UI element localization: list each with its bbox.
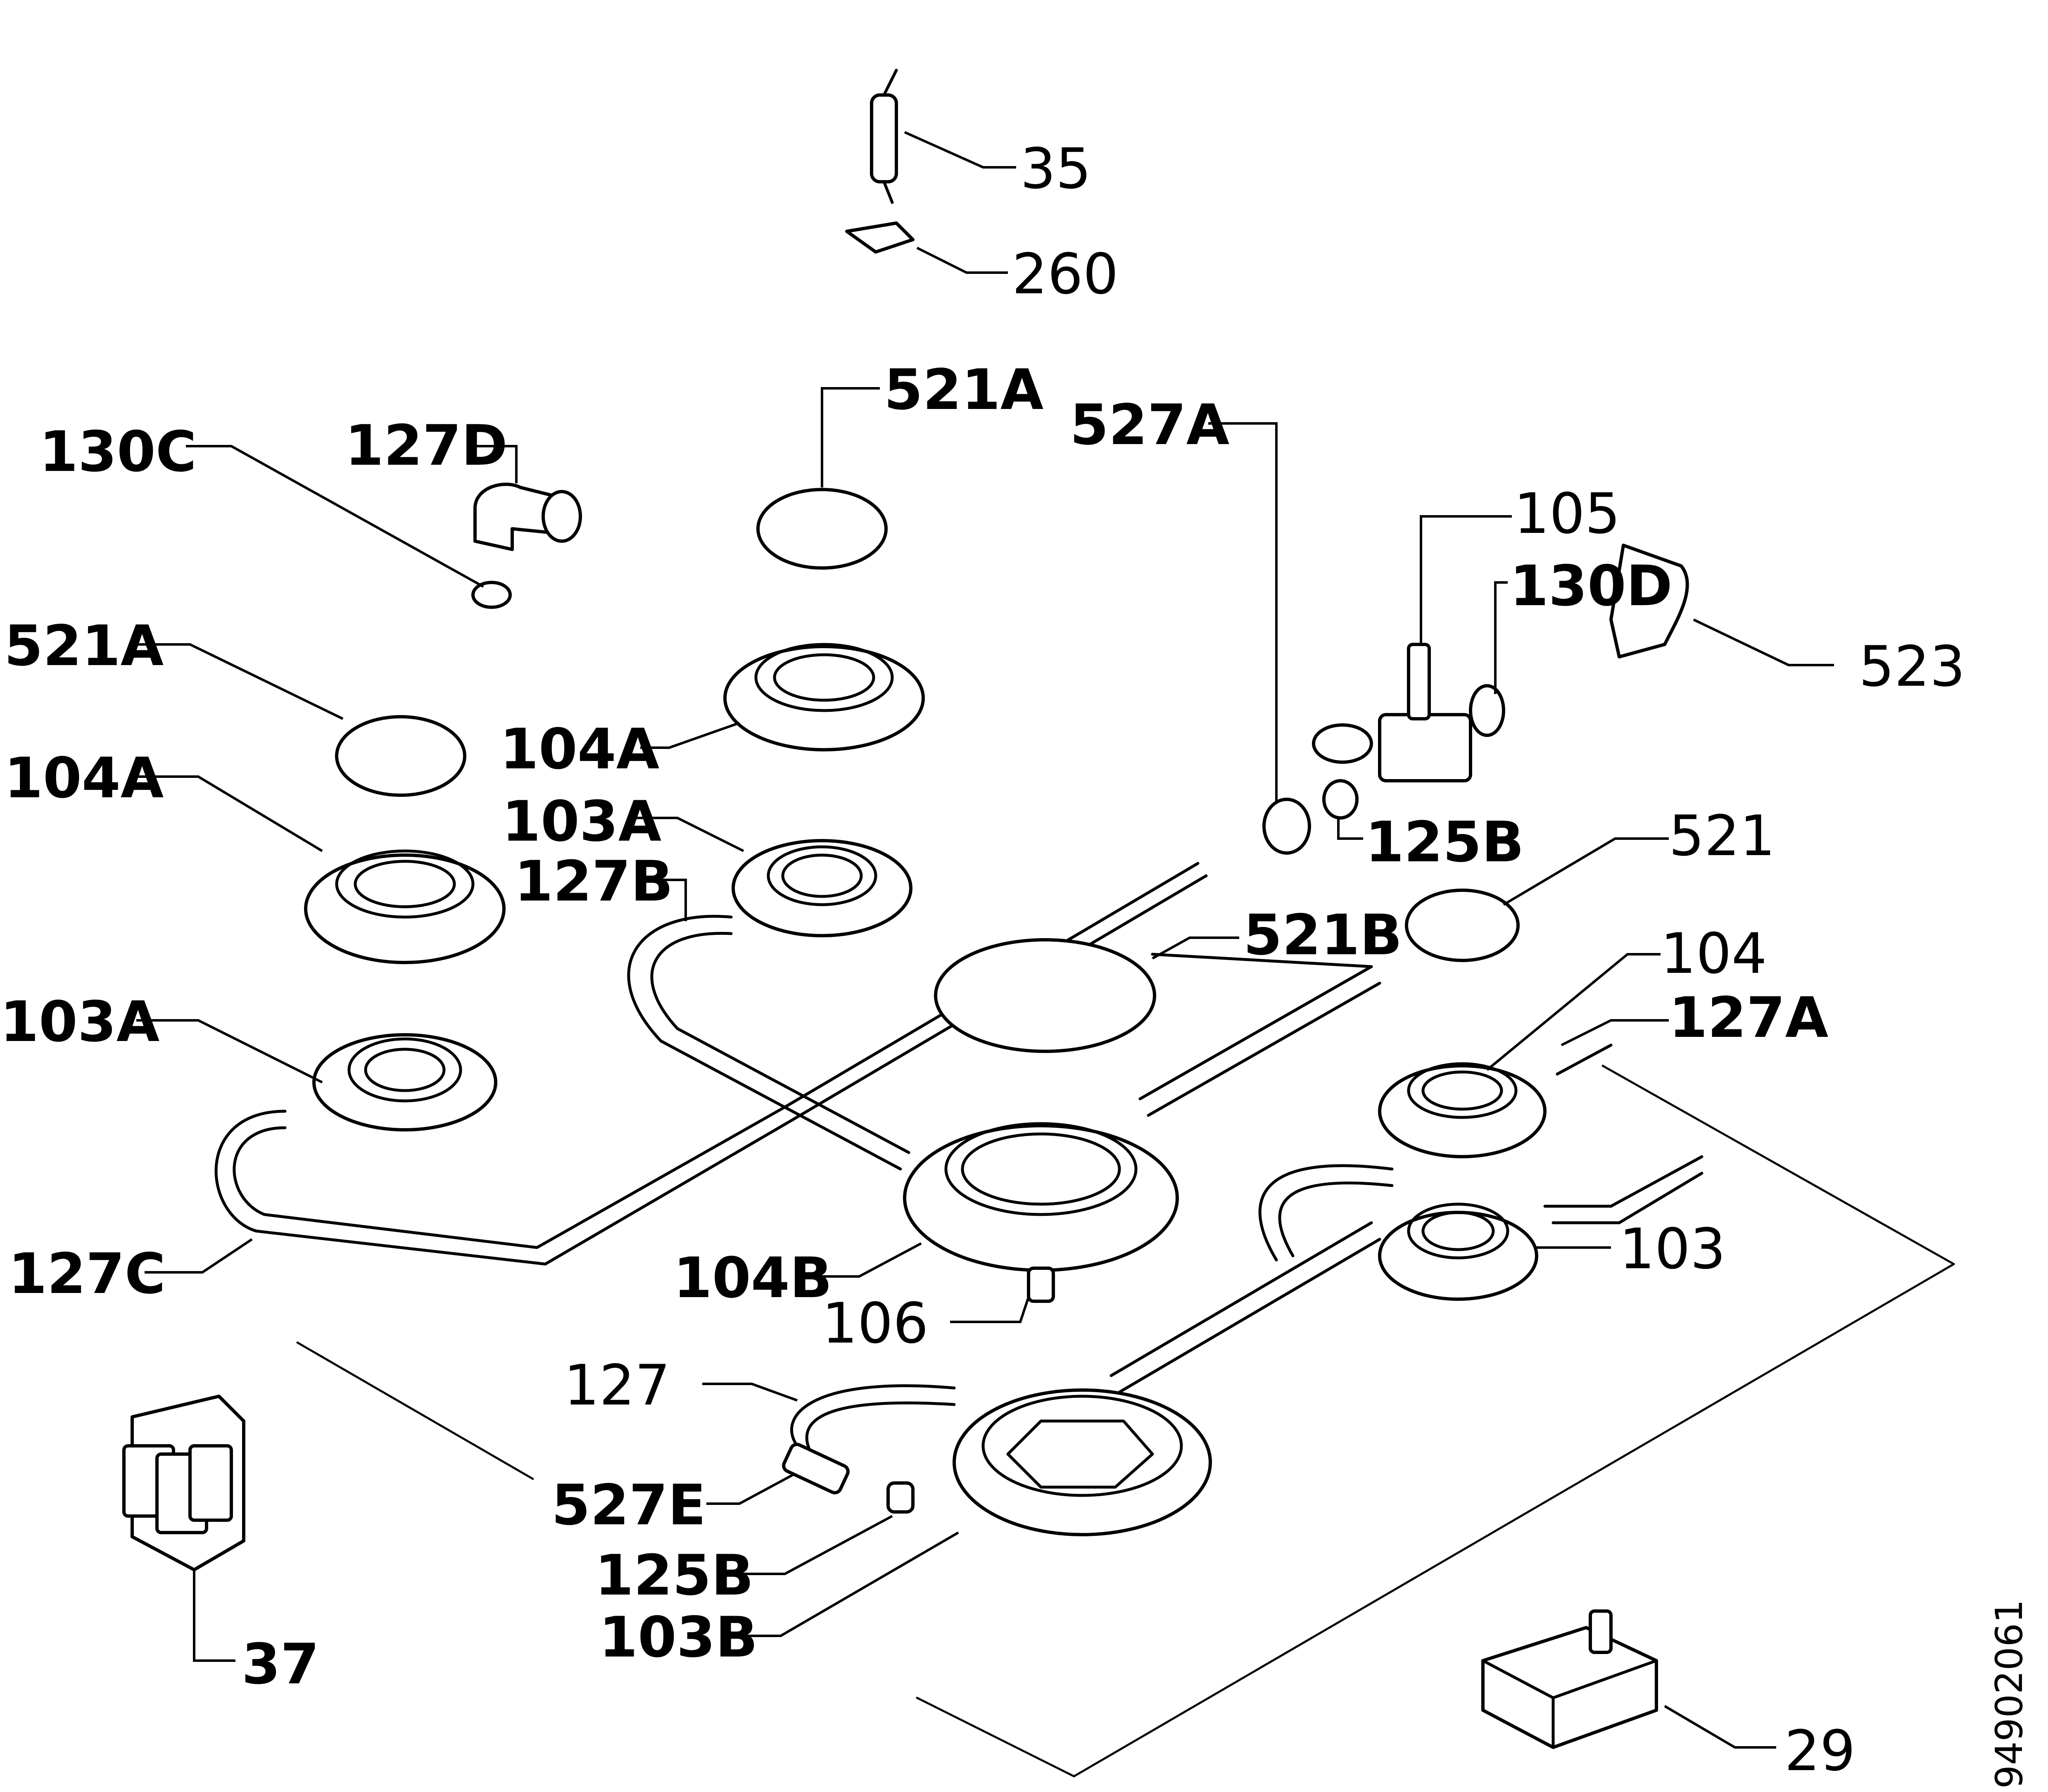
burner-103B	[953, 1388, 1212, 1536]
label-127A: 127A	[1669, 985, 1828, 1050]
cap-521B	[934, 938, 1156, 1053]
label-105: 105	[1514, 481, 1620, 546]
document-id: 94902061	[1988, 1599, 2031, 1789]
spreader-104A-mid	[723, 645, 925, 751]
clip-260	[845, 221, 915, 254]
parts	[122, 69, 1689, 1749]
spark-generator-29	[1481, 1609, 1658, 1749]
label-35: 35	[1020, 136, 1091, 201]
label-103A-mid: 103A	[502, 789, 661, 854]
leader-lines	[136, 131, 1834, 1749]
label-521B: 521B	[1243, 903, 1402, 967]
label-103B: 103B	[599, 1605, 758, 1670]
label-521A-top: 521A	[884, 357, 1043, 422]
spreader-104A-left	[304, 853, 506, 964]
label-37: 37	[242, 1632, 319, 1697]
label-521: 521	[1669, 803, 1775, 868]
ignition-block-37	[122, 1395, 245, 1571]
burner-103A-mid	[732, 839, 912, 937]
label-125B-right: 125B	[1365, 810, 1524, 875]
washer-130C	[471, 581, 512, 609]
label-521A-left: 521A	[4, 613, 164, 678]
label-127: 127	[564, 1353, 670, 1418]
spreader-104B	[903, 1124, 1179, 1272]
label-103A-left: 103A	[0, 989, 159, 1054]
label-104A-left: 104A	[4, 746, 164, 810]
washer-130D	[1469, 684, 1505, 737]
injector-106	[1027, 1267, 1055, 1303]
label-29: 29	[1784, 1718, 1856, 1783]
label-104: 104	[1661, 921, 1767, 986]
bush-125B-right	[1322, 779, 1359, 820]
burner-103	[1378, 1211, 1538, 1301]
cap-521A-left	[335, 715, 466, 797]
cap-521	[1405, 889, 1520, 962]
label-523: 523	[1859, 634, 1965, 699]
nut-527A	[1262, 798, 1311, 855]
label-125B-bottom: 125B	[595, 1543, 754, 1608]
bracket-523	[1609, 544, 1689, 658]
cap-521A-top	[756, 488, 888, 570]
label-104A-mid: 104A	[500, 717, 659, 782]
label-127B: 127B	[514, 849, 673, 914]
label-260: 260	[1012, 242, 1119, 307]
label-130D: 130D	[1510, 554, 1673, 618]
hob-outline	[296, 1065, 1955, 1778]
label-527E: 527E	[551, 1473, 706, 1538]
part-labels: 35 260 521A 527A 130C 127D 105 130D 523 …	[0, 136, 2031, 1789]
label-103: 103	[1619, 1217, 1726, 1281]
label-104B: 104B	[673, 1245, 832, 1310]
thermocouple-35	[870, 69, 898, 204]
label-106: 106	[822, 1291, 929, 1356]
label-127D: 127D	[345, 413, 508, 478]
label-527A: 527A	[1070, 392, 1229, 457]
burner-103A-left	[312, 1033, 497, 1131]
connector-527E	[782, 1443, 850, 1495]
bush-125B-bottom	[886, 1481, 915, 1514]
gas-tubes	[214, 862, 1703, 1452]
label-130C: 130C	[39, 419, 197, 484]
spreader-104	[1378, 1064, 1547, 1158]
gas-tap-105	[1312, 643, 1472, 782]
label-127C: 127C	[8, 1241, 166, 1306]
